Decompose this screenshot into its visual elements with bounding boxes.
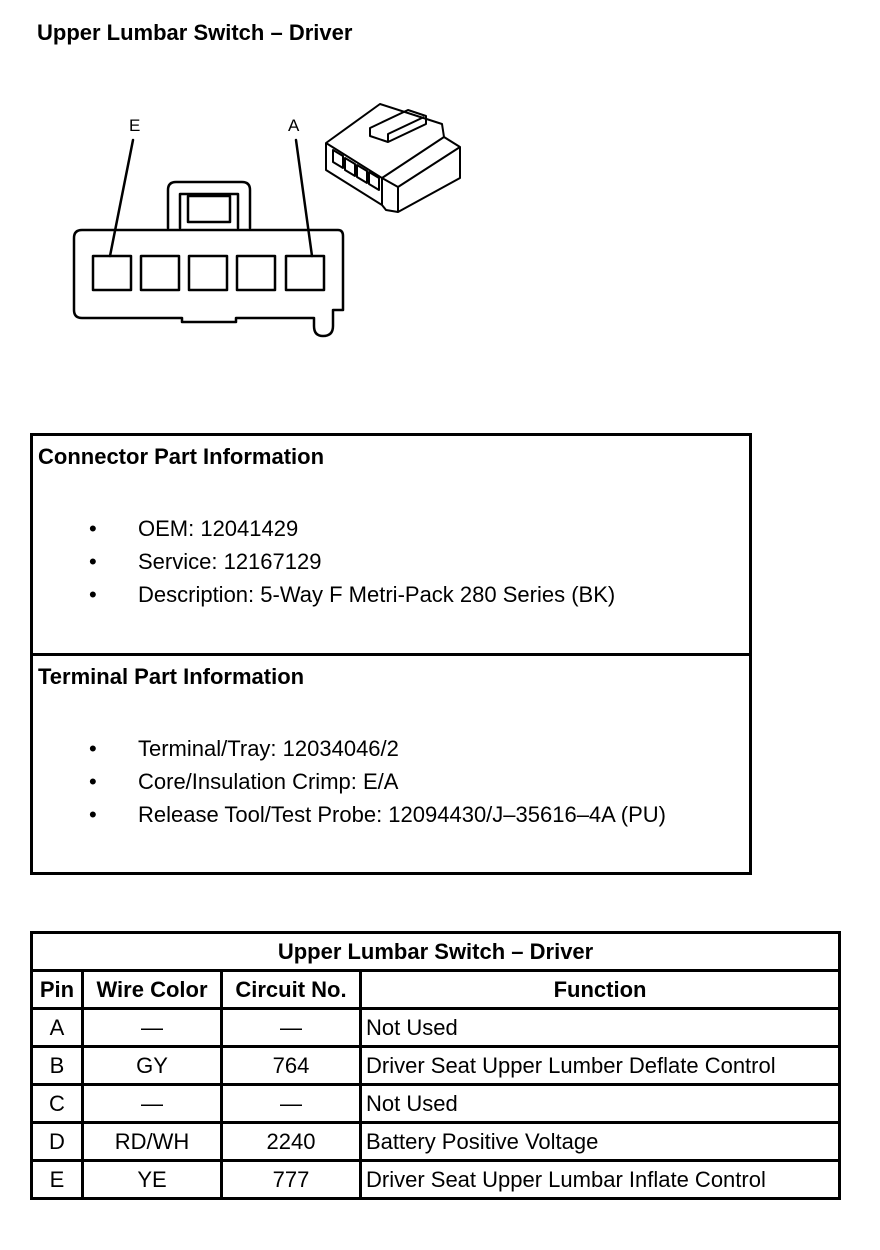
- service-number: Service: 12167129: [138, 549, 322, 574]
- cavity-a: [284, 254, 326, 292]
- leader-line-e: [108, 138, 135, 258]
- circuit-cell: —: [220, 1083, 362, 1124]
- connector-part-info: Connector Part Information • OEM: 120414…: [33, 436, 749, 656]
- table-row: E YE 777 Driver Seat Upper Lumbar Inflat…: [30, 1159, 842, 1200]
- column-header-circuit: Circuit No.: [220, 969, 362, 1010]
- function-cell: Driver Seat Upper Lumber Deflate Control: [358, 1045, 842, 1086]
- table-row: D RD/WH 2240 Battery Positive Voltage: [30, 1121, 842, 1162]
- column-header-pin: Pin: [30, 969, 84, 1010]
- table-row: B GY 764 Driver Seat Upper Lumber Deflat…: [30, 1045, 842, 1086]
- table-row: C — — Not Used: [30, 1083, 842, 1124]
- pin-label-a: A: [288, 116, 300, 135]
- part-info-box: Connector Part Information • OEM: 120414…: [30, 433, 752, 875]
- bullet-icon: •: [89, 736, 97, 761]
- pin-cell: B: [30, 1045, 84, 1086]
- table-title: Upper Lumbar Switch – Driver: [29, 931, 842, 972]
- wire-color-cell: —: [81, 1007, 223, 1048]
- pin-cell: C: [30, 1083, 84, 1124]
- circuit-cell: 777: [220, 1159, 362, 1200]
- table-row: A — — Not Used: [30, 1007, 842, 1048]
- latch-inner: [178, 192, 240, 230]
- circuit-cell: —: [220, 1007, 362, 1048]
- terminal-info-heading: Terminal Part Information: [38, 664, 305, 689]
- terminal-tray: Terminal/Tray: 12034046/2: [138, 736, 399, 761]
- function-cell: Not Used: [358, 1007, 842, 1048]
- pin-cell: E: [30, 1159, 84, 1200]
- function-cell: Not Used: [358, 1083, 842, 1124]
- release-tool: Release Tool/Test Probe: 12094430/J–3561…: [138, 802, 666, 827]
- cavity-c: [187, 254, 229, 292]
- bullet-icon: •: [89, 516, 97, 541]
- function-cell: Battery Positive Voltage: [358, 1121, 842, 1162]
- terminal-part-info: Terminal Part Information • Terminal/Tra…: [33, 656, 749, 872]
- circuit-cell: 2240: [220, 1121, 362, 1162]
- connector-info-heading: Connector Part Information: [38, 444, 325, 469]
- cavity-d: [139, 254, 181, 292]
- page-title: Upper Lumbar Switch – Driver: [37, 20, 353, 45]
- cavity-b: [235, 254, 277, 292]
- table-title-row: Upper Lumbar Switch – Driver: [29, 931, 842, 972]
- bullet-icon: •: [89, 549, 97, 574]
- connector-iso-view: [325, 103, 461, 213]
- latch-window: [186, 194, 232, 224]
- function-cell: Driver Seat Upper Lumbar Inflate Control: [358, 1159, 842, 1200]
- pin-table: Upper Lumbar Switch – Driver Pin Wire Co…: [29, 931, 842, 1200]
- column-header-wire-color: Wire Color: [81, 969, 223, 1010]
- crimp-info: Core/Insulation Crimp: E/A: [138, 769, 399, 794]
- connector-body: [72, 228, 345, 338]
- pin-label-e: E: [129, 116, 141, 135]
- wire-color-cell: RD/WH: [81, 1121, 223, 1162]
- wire-color-cell: GY: [81, 1045, 223, 1086]
- wire-color-cell: —: [81, 1083, 223, 1124]
- wire-color-cell: YE: [81, 1159, 223, 1200]
- oem-number: OEM: 12041429: [138, 516, 299, 541]
- pin-cell: A: [30, 1007, 84, 1048]
- circuit-cell: 764: [220, 1045, 362, 1086]
- latch-outer: [166, 180, 252, 230]
- bullet-icon: •: [89, 769, 97, 794]
- bullet-icon: •: [89, 802, 97, 827]
- table-header-row: Pin Wire Color Circuit No. Function: [30, 969, 842, 1010]
- column-header-function: Function: [358, 969, 842, 1010]
- cavity-e: [91, 254, 133, 292]
- leader-line-a: [294, 138, 314, 258]
- connector-description: Description: 5-Way F Metri-Pack 280 Seri…: [138, 582, 616, 607]
- pin-cell: D: [30, 1121, 84, 1162]
- bullet-icon: •: [89, 582, 97, 607]
- connector-diagram: [72, 103, 461, 338]
